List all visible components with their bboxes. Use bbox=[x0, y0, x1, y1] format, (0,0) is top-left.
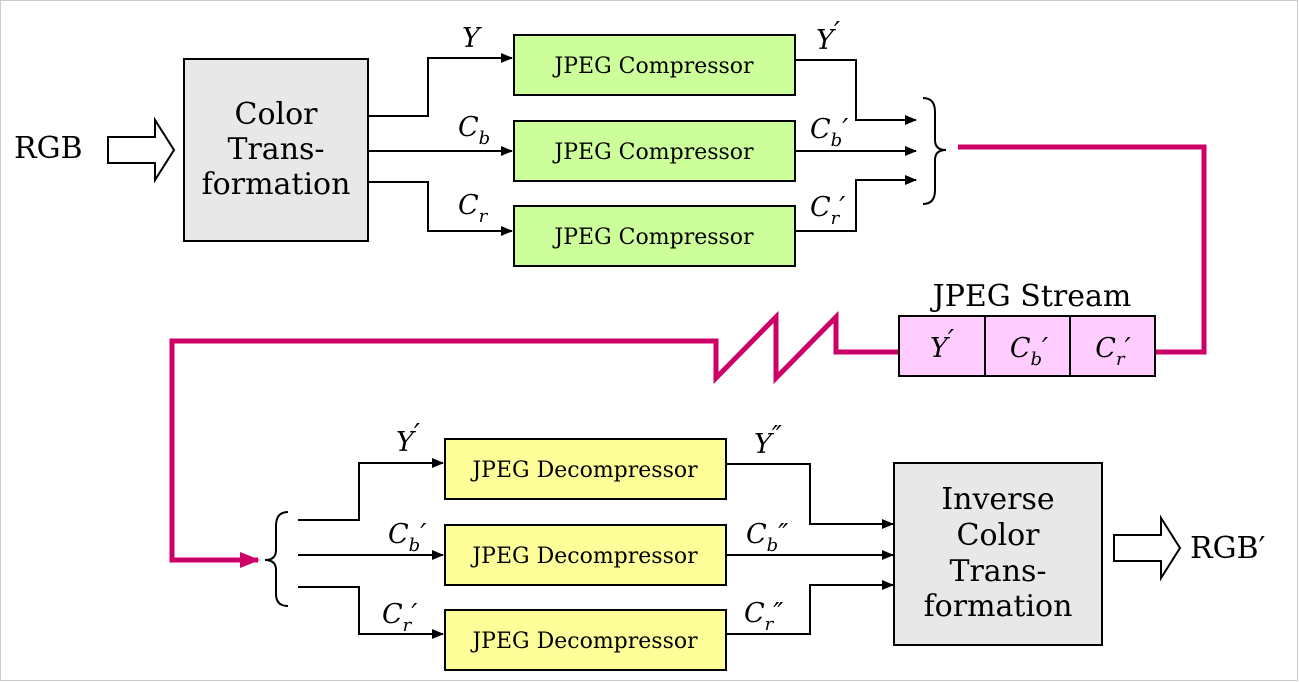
stream-cell-cb-label: Cb′ bbox=[1010, 333, 1048, 370]
stream-cell-cr bbox=[1069, 315, 1156, 377]
inverse-color-transformation-box: Inverse Color Trans- formation bbox=[893, 462, 1103, 646]
decompressor-1-input-label: Y′ bbox=[396, 419, 420, 458]
inverse-color-transformation-rect bbox=[893, 462, 1103, 646]
decompressor-1: JPEG Decompressor bbox=[444, 438, 727, 500]
wire-to-decompressor-1 bbox=[298, 458, 444, 521]
output-label: RGB′ bbox=[1190, 531, 1266, 566]
compressor-3: JPEG Compressor bbox=[513, 205, 796, 267]
decompressor-2-input-label: Cb′ bbox=[388, 519, 426, 556]
stream-cell-y-label: Y′ bbox=[930, 325, 954, 364]
input-label: RGB bbox=[14, 131, 83, 166]
compressor-3-output-label: Cr′ bbox=[810, 192, 845, 229]
jpeg-stream: JPEG Stream Y′ Cb′ Cr′ bbox=[898, 279, 1156, 377]
decompressor-1-label: JPEG Decompressor bbox=[470, 458, 698, 483]
wire-compressor-3-out bbox=[795, 175, 917, 232]
compressor-1-label: JPEG Compressor bbox=[552, 54, 754, 79]
decompressor-3-label: JPEG Decompressor bbox=[470, 629, 698, 654]
split-brace bbox=[264, 511, 289, 607]
input-hollow-arrow bbox=[107, 116, 176, 184]
decompressor-3-box bbox=[444, 609, 727, 671]
decompressor-3-output-label: Cr″ bbox=[744, 598, 783, 635]
inverse-line-1: Inverse bbox=[941, 482, 1054, 517]
wire-decompressor-3-out bbox=[726, 580, 894, 635]
inverse-line-3: Trans- bbox=[949, 554, 1046, 589]
output-hollow-arrow bbox=[1113, 514, 1182, 582]
compressor-2-box bbox=[513, 120, 796, 182]
wire-decompressor-1-out bbox=[726, 463, 894, 529]
color-transformation-rect bbox=[183, 58, 369, 242]
wire-to-decompressor-3 bbox=[298, 586, 444, 639]
color-transformation-box: Color Trans- formation bbox=[183, 58, 369, 242]
compressor-2-input-label: Cb bbox=[458, 112, 490, 149]
wire-compressor-1-out bbox=[795, 59, 917, 125]
compressor-1-box bbox=[513, 34, 796, 96]
decompressor-3-input-label: Cr′ bbox=[382, 599, 417, 636]
compressor-3-label: JPEG Compressor bbox=[552, 225, 754, 250]
color-transformation-line-2: Trans- bbox=[227, 132, 324, 167]
color-transformation-line-3: formation bbox=[202, 167, 351, 202]
stream-cell-cb bbox=[984, 315, 1071, 377]
stream-cell-cr-label: Cr′ bbox=[1095, 333, 1130, 370]
decompressor-2: JPEG Decompressor bbox=[444, 524, 727, 586]
link-stream-to-decoder bbox=[169, 310, 899, 568]
decompressor-1-box bbox=[444, 438, 727, 500]
inverse-line-4: formation bbox=[924, 589, 1073, 624]
link-to-stream bbox=[958, 144, 1207, 355]
compressor-3-box bbox=[513, 205, 796, 267]
inverse-line-2: Color bbox=[956, 518, 1040, 553]
stream-cell-y bbox=[898, 315, 986, 377]
compressor-2-output-label: Cb′ bbox=[810, 114, 848, 151]
wire-y-to-compressor bbox=[368, 53, 513, 117]
compressor-1-output-label: Y′ bbox=[816, 17, 840, 56]
compressor-1: JPEG Compressor bbox=[513, 34, 796, 96]
jpeg-stream-title: JPEG Stream bbox=[930, 279, 1132, 314]
decompressor-1-output-label: Y″ bbox=[754, 421, 782, 460]
compressor-1-input-label: Y bbox=[462, 23, 482, 54]
decompressor-3: JPEG Decompressor bbox=[444, 609, 727, 671]
compressor-2: JPEG Compressor bbox=[513, 120, 796, 182]
decompressor-2-output-label: Cb″ bbox=[746, 519, 788, 556]
compressor-2-label: JPEG Compressor bbox=[552, 140, 754, 165]
color-transformation-line-1: Color bbox=[234, 97, 318, 132]
wire-cr-to-compressor bbox=[368, 181, 513, 236]
merge-brace bbox=[922, 97, 947, 205]
compressor-3-input-label: Cr bbox=[458, 190, 489, 227]
decompressor-2-label: JPEG Decompressor bbox=[470, 544, 698, 569]
